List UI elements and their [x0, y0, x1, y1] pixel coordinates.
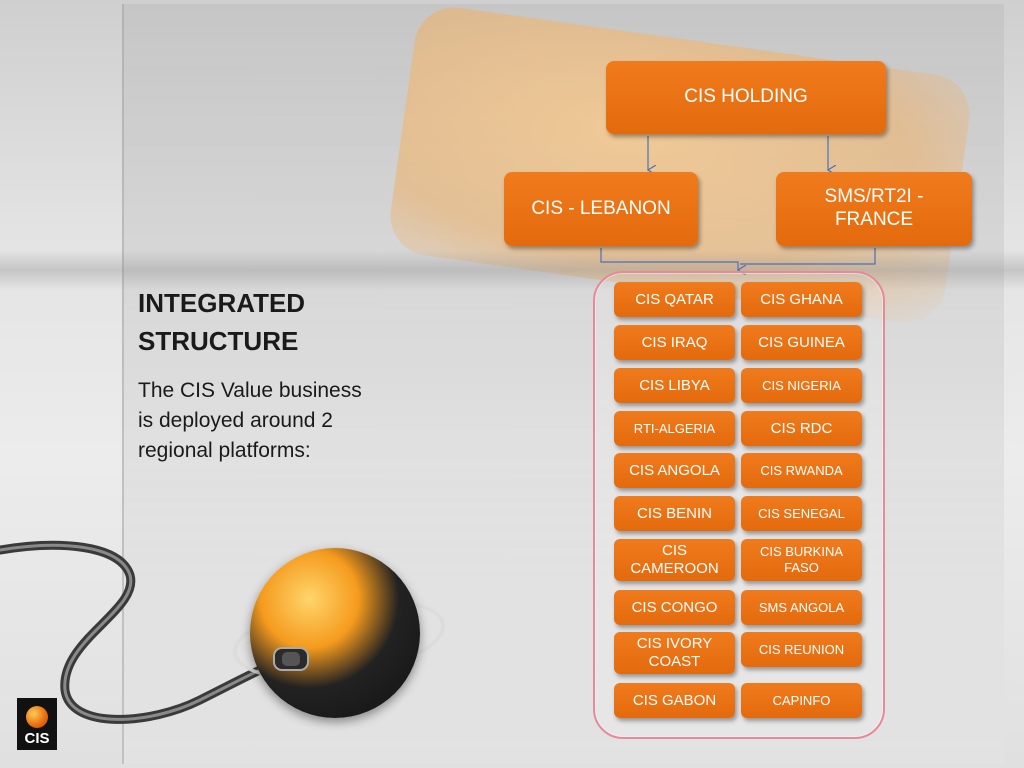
cable-plug-icon — [273, 647, 309, 671]
entity-label: CAPINFO — [772, 692, 831, 708]
holding-label: CIS HOLDING — [684, 86, 808, 108]
entity-sms-angola[interactable]: SMS ANGOLA — [741, 590, 862, 625]
entity-capinfo[interactable]: CAPINFO — [741, 683, 862, 718]
slide-title: INTEGRATED STRUCTURE — [138, 284, 378, 360]
entity-label: CIS BENIN — [636, 504, 712, 522]
entity-cis-senegal[interactable]: CIS SENEGAL — [741, 496, 862, 531]
entity-label: RTI-ALGERIA — [633, 420, 716, 436]
entity-cis-guinea[interactable]: CIS GUINEA — [741, 325, 862, 360]
entity-label: CIS SENEGAL — [758, 505, 845, 521]
entity-label: CIS BURKINA FASO — [759, 544, 844, 575]
entity-cis-nigeria[interactable]: CIS NIGERIA — [741, 368, 862, 403]
france-box[interactable]: SMS/RT2I - FRANCE — [776, 172, 972, 246]
france-label-line-1: SMS/RT2I - — [824, 186, 924, 208]
entity-cis-ghana[interactable]: CIS GHANA — [741, 282, 862, 317]
logo-ball-icon — [26, 706, 48, 728]
entity-cis-ivory-coast[interactable]: CIS IVORY COAST — [614, 632, 735, 674]
entity-label: CIS CONGO — [631, 598, 718, 616]
entity-label: CIS CAMEROON — [630, 542, 719, 577]
connector-lebanon-region — [600, 248, 738, 270]
entity-cis-reunion[interactable]: CIS REUNION — [741, 632, 862, 667]
entity-label: CIS NIGERIA — [762, 377, 841, 393]
holding-box[interactable]: CIS HOLDING — [606, 61, 886, 134]
france-label-line-2: FRANCE — [834, 209, 914, 230]
entity-rti-algeria[interactable]: RTI-ALGERIA — [614, 411, 735, 446]
entity-cis-congo[interactable]: CIS CONGO — [614, 590, 735, 625]
entity-label: CIS GABON — [632, 691, 717, 709]
entity-label: CIS QATAR — [635, 290, 714, 308]
entity-cis-rwanda[interactable]: CIS RWANDA — [741, 453, 862, 488]
entity-cis-angola[interactable]: CIS ANGOLA — [614, 453, 735, 488]
entity-label: CIS RWANDA — [760, 462, 843, 478]
entity-label: CIS LIBYA — [639, 376, 710, 394]
entity-label: CIS IRAQ — [641, 333, 708, 351]
entity-cis-burkina-faso[interactable]: CIS BURKINA FASO — [741, 539, 862, 581]
entity-cis-gabon[interactable]: CIS GABON — [614, 683, 735, 718]
title-line-2: STRUCTURE — [138, 326, 299, 356]
lebanon-box[interactable]: CIS - LEBANON — [504, 172, 698, 246]
slide-body-text: The CIS Value business is deployed aroun… — [138, 379, 362, 462]
globe-icon — [250, 548, 420, 718]
entity-label: CIS GUINEA — [758, 333, 845, 351]
connector-france-region — [740, 248, 876, 265]
entity-label: CIS REUNION — [758, 641, 845, 657]
company-logo: CIS — [17, 698, 57, 750]
entity-cis-benin[interactable]: CIS BENIN — [614, 496, 735, 531]
logo-text: CIS — [24, 730, 50, 747]
title-line-1: INTEGRATED — [138, 288, 306, 318]
entity-cis-rdc[interactable]: CIS RDC — [741, 411, 862, 446]
entity-label: CIS IVORY COAST — [636, 635, 713, 670]
entity-label: CIS ANGOLA — [629, 461, 720, 479]
entity-cis-qatar[interactable]: CIS QATAR — [614, 282, 735, 317]
entity-cis-cameroon[interactable]: CIS CAMEROON — [614, 539, 735, 581]
entity-cis-iraq[interactable]: CIS IRAQ — [614, 325, 735, 360]
entity-cis-libya[interactable]: CIS LIBYA — [614, 368, 735, 403]
entity-label: CIS GHANA — [760, 290, 843, 308]
lebanon-label: CIS - LEBANON — [531, 197, 671, 219]
entity-label: CIS RDC — [770, 419, 833, 437]
entity-label: SMS ANGOLA — [758, 599, 845, 615]
